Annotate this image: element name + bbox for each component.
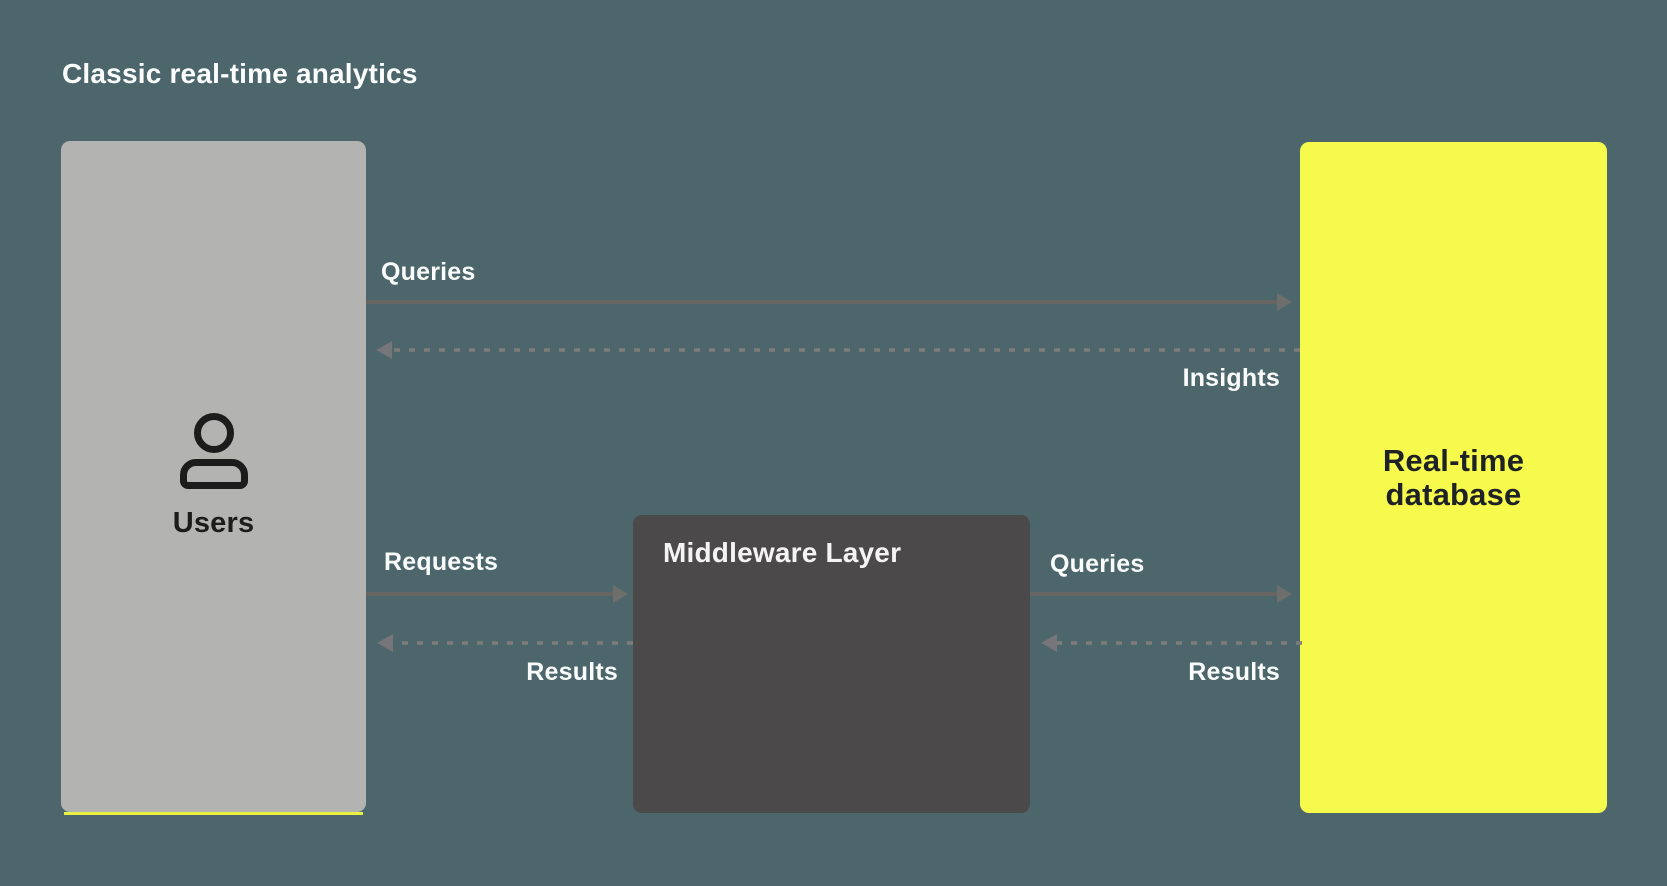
arrowhead-left-icon <box>377 634 393 652</box>
node-middleware-label: Middleware Layer <box>663 537 902 568</box>
edge-label-insights: Insights <box>1182 364 1280 392</box>
node-users: Users <box>61 141 366 812</box>
edge-label-results-left: Results <box>526 658 618 686</box>
arrowhead-right-icon <box>1277 585 1292 603</box>
node-database-label: Real-time database <box>1382 442 1525 512</box>
edge-results-left <box>377 634 633 652</box>
node-users-label: Users <box>172 507 255 539</box>
edge-queries-right <box>1030 585 1292 603</box>
edge-requests <box>366 585 628 603</box>
edge-label-results-right: Results <box>1188 658 1280 686</box>
person-icon-head <box>193 413 234 453</box>
users-accent-underline <box>64 812 363 815</box>
arrowhead-right-icon <box>1277 293 1292 311</box>
diagram-title: Classic real-time analytics <box>62 58 418 89</box>
node-database: Real-time database <box>1300 142 1607 813</box>
node-middleware: Middleware Layer <box>633 515 1030 813</box>
person-icon <box>179 413 248 489</box>
arrowhead-right-icon <box>613 585 628 603</box>
edge-queries-top <box>366 293 1292 311</box>
arrowhead-left-icon <box>1041 634 1057 652</box>
edge-label-queries-right: Queries <box>1050 550 1145 578</box>
edge-label-queries-top: Queries <box>381 258 476 286</box>
person-icon-body <box>179 459 248 489</box>
edge-insights <box>376 341 1300 359</box>
arrowhead-left-icon <box>376 341 392 359</box>
edge-results-right <box>1041 634 1302 652</box>
edge-label-requests: Requests <box>384 548 499 576</box>
